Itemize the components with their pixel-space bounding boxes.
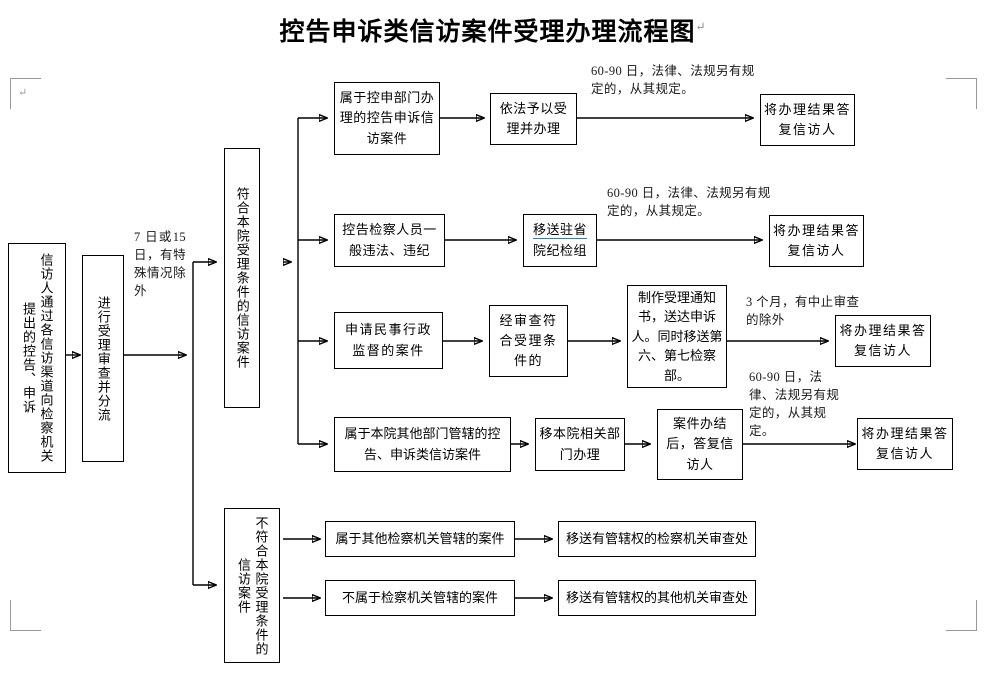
page-title: 控告申诉类信访案件受理办理流程图↵ (0, 12, 986, 48)
node-r6-a-label: 不属于检察机关管辖的案件 (341, 589, 498, 605)
node-intake-label: 信访人通过各信访渠道向检察机关提出的控告、申诉 (21, 253, 54, 463)
node-r1-c-label: 将办理结果答复信访人 (764, 101, 852, 137)
node-r3-b-label: 经审查符合受理条件的 (499, 312, 558, 369)
node-r5-b-label: 移送有管辖权的检察机关审查处 (565, 530, 748, 546)
node-review-label: 进行受理审查并分流 (95, 295, 111, 422)
node-r5-a[interactable]: 属于其他检察机关管辖的案件 (325, 521, 515, 557)
crop-mark-top-left (10, 78, 41, 109)
paragraph-mark-top: ↵ (18, 87, 28, 99)
node-r4-d-label: 将办理结果答复信访人 (861, 425, 949, 461)
node-review[interactable]: 进行受理审查并分流 (82, 255, 124, 462)
node-r4-b-label: 移本院相关部门办理 (539, 426, 621, 462)
node-r2-b-link-label[interactable]: 移送驻省 (532, 222, 587, 240)
node-intake[interactable]: 信访人通过各信访渠道向检察机关提出的控告、申诉 (8, 243, 66, 473)
node-ineligible[interactable]: 不符合本院受理条件的信访案件 (224, 508, 280, 663)
node-r2-a-label: 控告检察人员一般违法、违纪 (342, 222, 437, 258)
node-r4-a[interactable]: 属于本院其他部门管辖的控告、申诉类信访案件 (334, 417, 511, 472)
node-r3-a-label: 申请民事行政监督的案件 (344, 322, 432, 358)
crop-mark-bottom-right (946, 600, 977, 631)
node-r2-b[interactable]: 移送驻省 院纪检组 (523, 214, 597, 267)
node-r1-c[interactable]: 将办理结果答复信访人 (760, 94, 855, 146)
node-r4-b[interactable]: 移本院相关部门办理 (535, 418, 625, 471)
node-r6-b[interactable]: 移送有管辖权的其他机关审查处 (558, 580, 756, 616)
node-r1-b[interactable]: 依法予以受理并办理 (490, 93, 577, 145)
note-r4-deadline: 60-90 日，法律、法规另有规定的，从其规定。 (749, 370, 840, 439)
node-r3-d[interactable]: 将办理结果答复信访人 (835, 315, 931, 367)
crop-mark-top-right (946, 78, 977, 109)
node-r1-b-label: 依法予以受理并办理 (499, 100, 568, 136)
node-r4-c[interactable]: 案件办结后，答复信访人 (657, 409, 743, 480)
node-r5-a-label: 属于其他检察机关管辖的案件 (335, 530, 505, 546)
node-r3-c[interactable]: 制作受理通知书，送达申诉人。同时移送第六、第七检察部。 (627, 285, 727, 388)
node-r5-b[interactable]: 移送有管辖权的检察机关审查处 (558, 521, 756, 557)
node-r6-a[interactable]: 不属于检察机关管辖的案件 (325, 580, 515, 616)
node-r3-b[interactable]: 经审查符合受理条件的 (489, 305, 568, 377)
note-r2-deadline: 60-90 日，法律、法规另有规定的，从其规定。 (607, 186, 771, 219)
node-r4-c-label: 案件办结后，答复信访人 (666, 416, 734, 472)
node-ineligible-label: 不符合本院受理条件的信访案件 (236, 515, 269, 656)
node-r2-b-rest-label: 院纪检组 (532, 242, 587, 258)
node-r1-a[interactable]: 属于控申部门办理的控告申诉信访案件 (334, 82, 440, 155)
node-r4-d[interactable]: 将办理结果答复信访人 (857, 418, 953, 470)
node-r3-d-label: 将办理结果答复信访人 (839, 322, 927, 358)
node-r6-b-label: 移送有管辖权的其他机关审查处 (565, 589, 748, 605)
node-r1-a-label: 属于控申部门办理的控告申诉信访案件 (339, 90, 435, 146)
node-r2-a[interactable]: 控告检察人员一般违法、违纪 (334, 214, 445, 267)
note-r1-deadline: 60-90 日，法律、法规另有规定的，从其规定。 (591, 64, 755, 97)
node-eligible-label: 符合本院受理条件的信访案件 (234, 187, 250, 369)
node-eligible[interactable]: 符合本院受理条件的信访案件 (224, 148, 260, 408)
node-r2-c[interactable]: 将办理结果答复信访人 (769, 215, 864, 267)
note-intake-deadline: 7 日或15 日，有特殊情况除外 (134, 230, 186, 299)
node-r3-c-label: 制作受理通知书，送达申诉人。同时移送第六、第七检察部。 (631, 289, 723, 383)
page-title-text: 控告申诉类信访案件受理办理流程图 (279, 19, 696, 46)
node-r3-a[interactable]: 申请民事行政监督的案件 (334, 312, 443, 369)
pilcrow-mark: ↵ (695, 19, 707, 34)
node-r4-a-label: 属于本院其他部门管辖的控告、申诉类信访案件 (344, 426, 501, 462)
node-r2-c-label: 将办理结果答复信访人 (773, 222, 861, 258)
crop-mark-bottom-left (10, 600, 41, 631)
note-r3-deadline: 3 个月，有中止审查的除外 (746, 295, 860, 328)
node-r2-b-text: 移送驻省 院纪检组 (527, 220, 593, 260)
